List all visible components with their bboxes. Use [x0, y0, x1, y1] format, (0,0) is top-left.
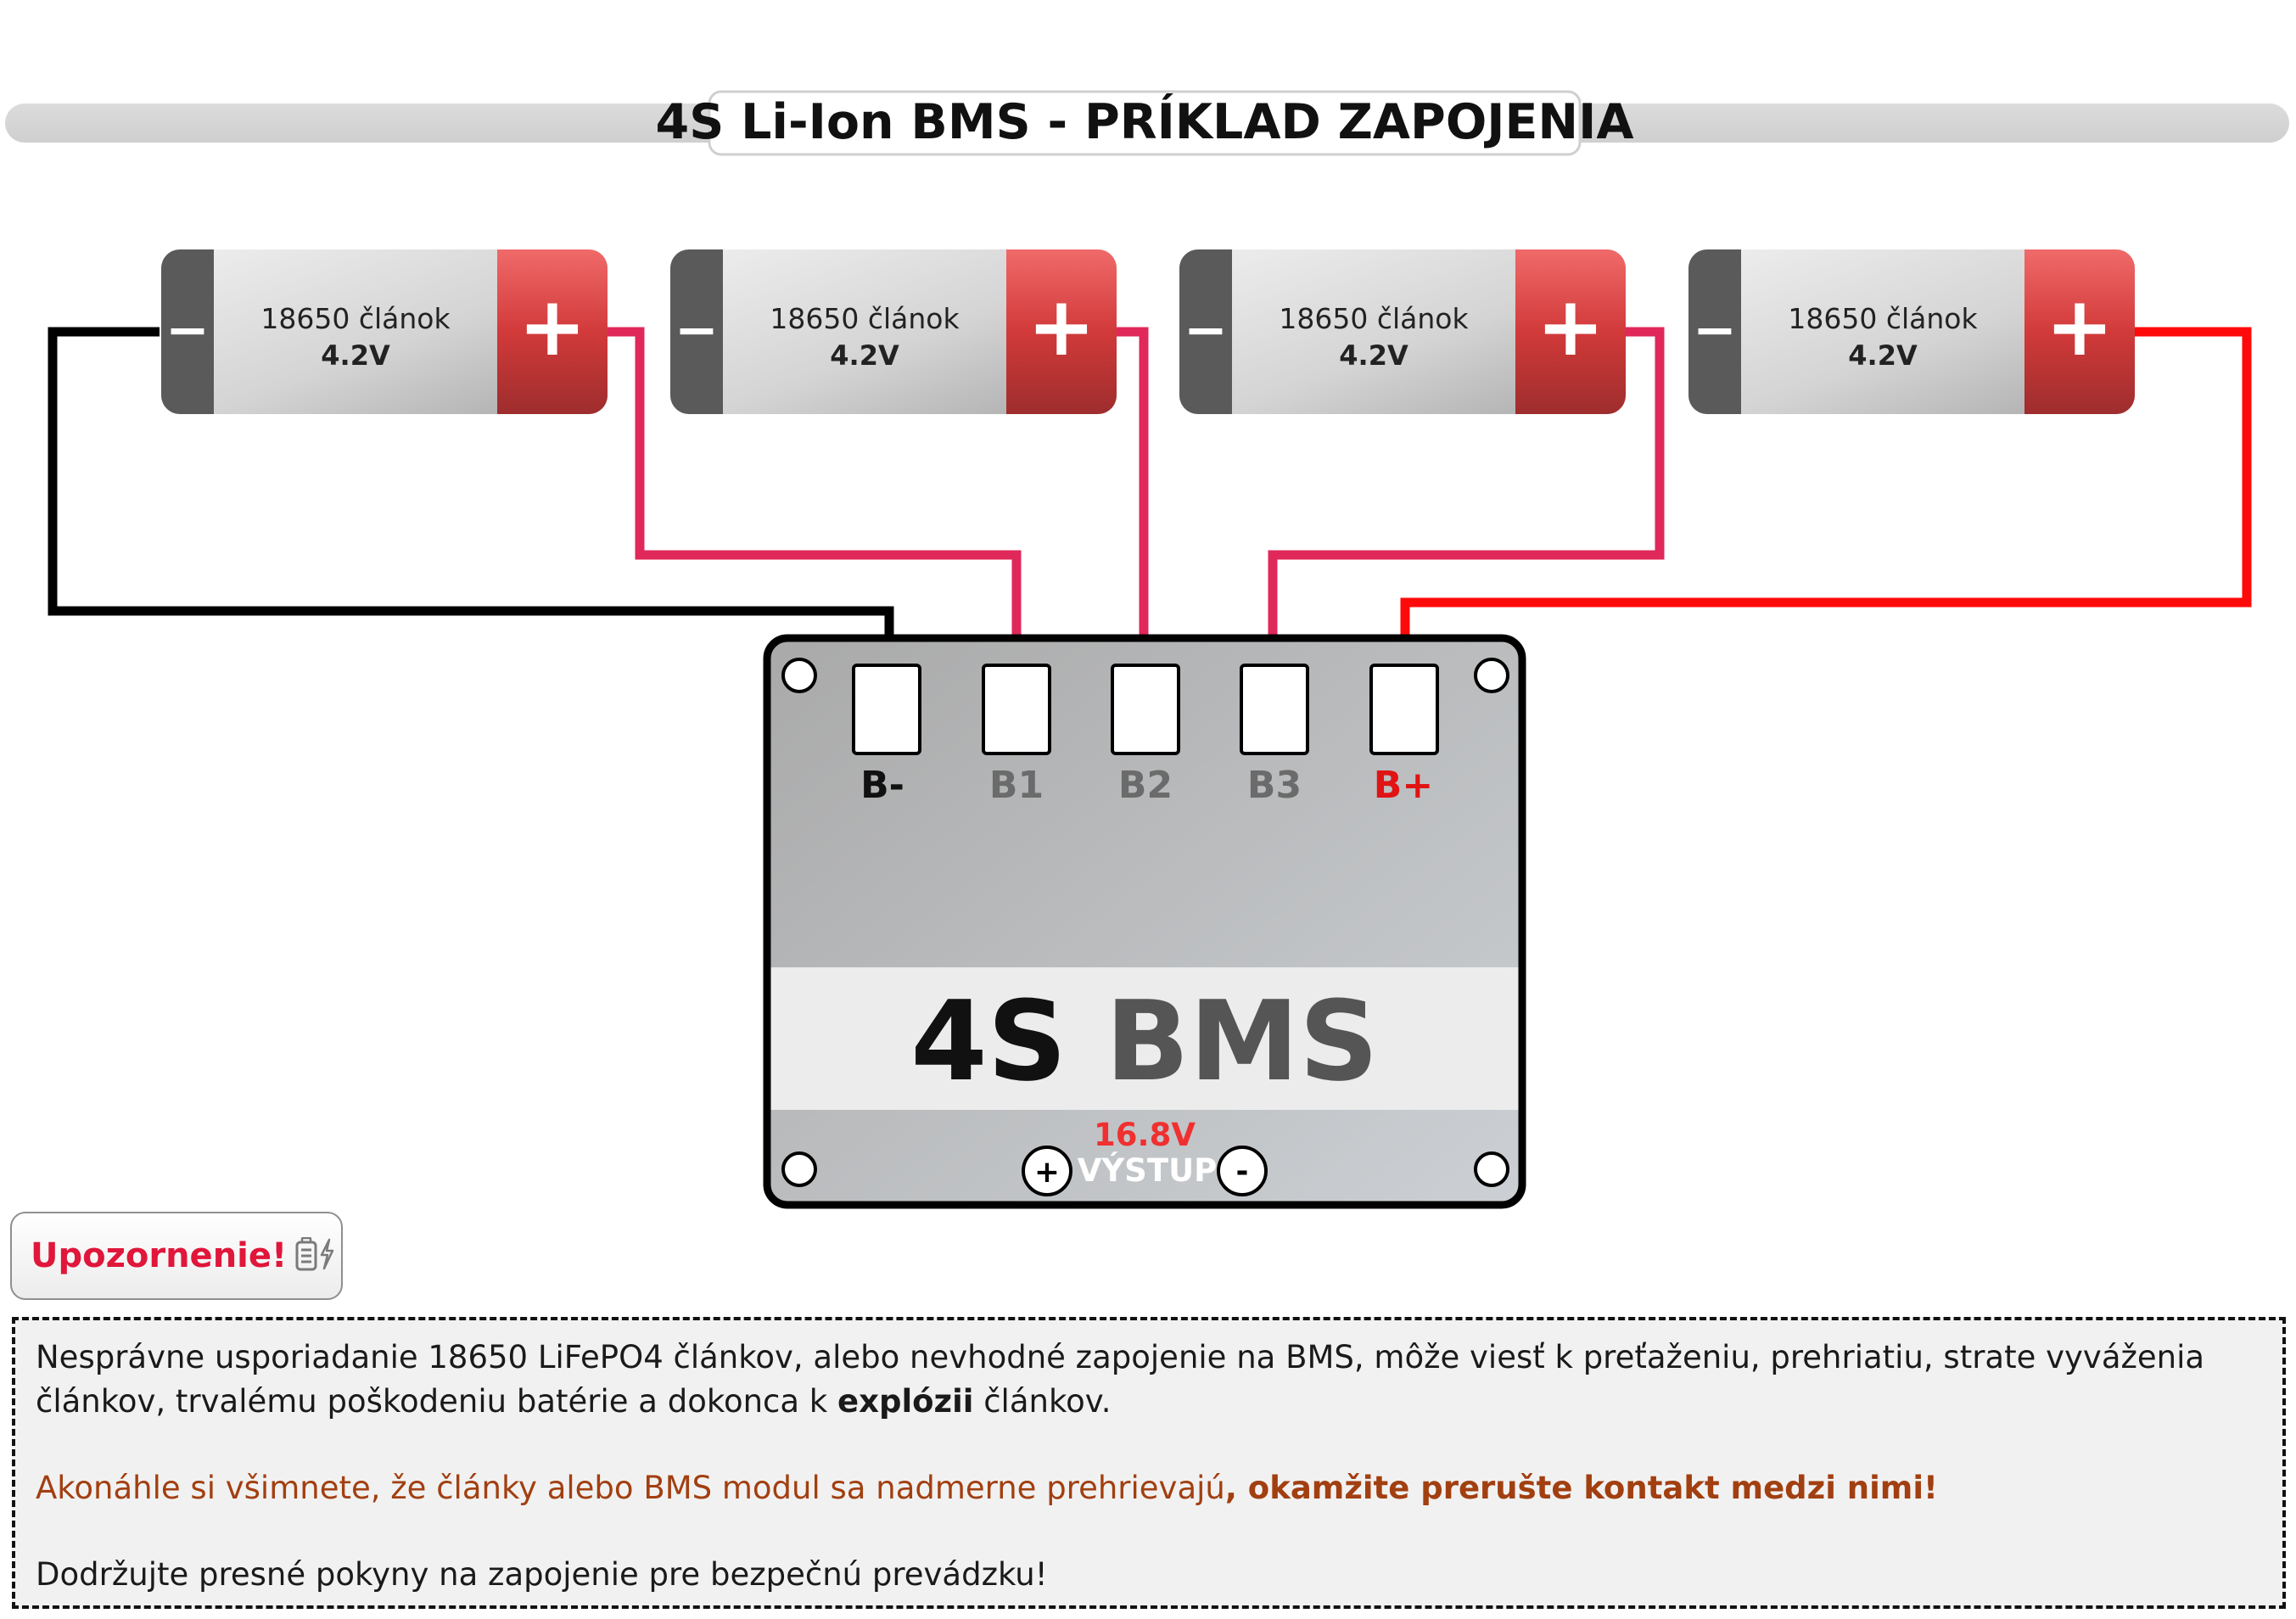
- cell-body: [1688, 249, 2135, 414]
- cell-name: 18650 článok: [770, 302, 960, 335]
- warning-box: Nesprávne usporiadanie 18650 LiFePO4 člá…: [12, 1317, 2286, 1609]
- warning-paragraph-2: Akonáhle si všimnete, že články alebo BM…: [36, 1470, 1938, 1506]
- cell-voltage: 4.2V: [321, 339, 390, 372]
- terminal-b1[interactable]: [982, 664, 1051, 755]
- cell-plus-sign: +: [518, 279, 586, 374]
- bms-label-band: [767, 967, 1522, 1110]
- cell-plus-sign: +: [2046, 279, 2114, 374]
- cell-minus-cap: [670, 249, 723, 414]
- cell-4: − + 18650 článok 4.2V: [1688, 249, 2135, 414]
- mount-hole: [1474, 658, 1509, 693]
- warning-paragraph-3: Dodržujte presné pokyny na zapojenie pre…: [36, 1556, 1048, 1593]
- cell-plus-cap: [2024, 249, 2135, 414]
- cell-3: − + 18650 článok 4.2V: [1179, 249, 1626, 414]
- terminal-b3[interactable]: [1240, 664, 1309, 755]
- bms-board: B- B1 B2 B3 B+ 4S BMS 16.8V VÝSTUP + -: [763, 634, 1526, 1209]
- warning-badge: Upozornenie!: [10, 1212, 343, 1300]
- bms-outline: [763, 634, 1526, 1209]
- mount-hole: [1474, 1151, 1509, 1187]
- negative-wire: [48, 327, 894, 669]
- cell-name: 18650 článok: [1279, 302, 1469, 335]
- output-label: VÝSTUP: [1078, 1151, 1217, 1189]
- cell-2: − + 18650 článok 4.2V: [670, 249, 1117, 414]
- cell-minus-cap: [161, 249, 214, 414]
- bms-title-suffix: BMS: [1106, 977, 1379, 1106]
- lightning-icon: [317, 1238, 336, 1274]
- terminal-b-plus[interactable]: [1369, 664, 1439, 755]
- cell-plus-sign: +: [1028, 279, 1095, 374]
- terminal-label-b-plus: B+: [1374, 764, 1433, 807]
- output-plus-terminal[interactable]: [1022, 1146, 1072, 1196]
- cell-minus-cap: [1179, 249, 1232, 414]
- terminal-b-minus[interactable]: [852, 664, 921, 755]
- battery-icon: [295, 1236, 317, 1274]
- cell-plus-cap: [1515, 249, 1626, 414]
- cell-1: − + 18650 článok 4.2V: [161, 249, 608, 414]
- output-minus-terminal[interactable]: [1217, 1146, 1268, 1196]
- cell-minus-sign: −: [675, 299, 719, 361]
- balance-wire-b1: [608, 327, 1022, 669]
- terminal-label-b3: B3: [1247, 764, 1302, 807]
- title-box: [708, 90, 1582, 156]
- cell-name: 18650 článok: [1788, 302, 1978, 335]
- terminal-label-b1: B1: [989, 764, 1044, 807]
- output-plus-sign: +: [1034, 1155, 1060, 1190]
- terminal-label-b-minus: B-: [860, 764, 904, 807]
- cell-minus-sign: −: [165, 299, 210, 361]
- cell-voltage: 4.2V: [1848, 339, 1918, 372]
- warning-icons: [295, 1236, 336, 1274]
- cell-plus-cap: [497, 249, 608, 414]
- cell-body: [1179, 249, 1626, 414]
- warning-paragraph-1: Nesprávne usporiadanie 18650 LiFePO4 člá…: [36, 1339, 2205, 1420]
- bms-title: 4S BMS: [910, 977, 1378, 1106]
- terminal-b2[interactable]: [1111, 664, 1180, 755]
- mount-hole: [781, 658, 817, 693]
- terminal-label-b2: B2: [1118, 764, 1173, 807]
- warning-title: Upozornenie!: [31, 1236, 288, 1275]
- cell-plus-sign: +: [1537, 279, 1604, 374]
- mount-hole: [781, 1151, 817, 1187]
- cell-body: [161, 249, 608, 414]
- cell-body: [670, 249, 1117, 414]
- balance-wire-b2: [1117, 327, 1149, 669]
- cell-voltage: 4.2V: [1339, 339, 1408, 372]
- balance-wire-b3: [1268, 327, 1665, 669]
- output-minus-sign: -: [1236, 1154, 1249, 1189]
- positive-wire: [1400, 327, 2252, 669]
- bms-title-prefix: 4S: [910, 977, 1067, 1106]
- page-title: 4S Li-Ion BMS - PRÍKLAD ZAPOJENIA: [656, 92, 1634, 150]
- cell-name: 18650 článok: [260, 302, 451, 335]
- cell-minus-cap: [1688, 249, 1741, 414]
- cell-minus-sign: −: [1693, 299, 1737, 361]
- cell-minus-sign: −: [1184, 299, 1228, 361]
- cell-voltage: 4.2V: [830, 339, 899, 372]
- cell-plus-cap: [1006, 249, 1117, 414]
- output-voltage: 16.8V: [1094, 1117, 1196, 1153]
